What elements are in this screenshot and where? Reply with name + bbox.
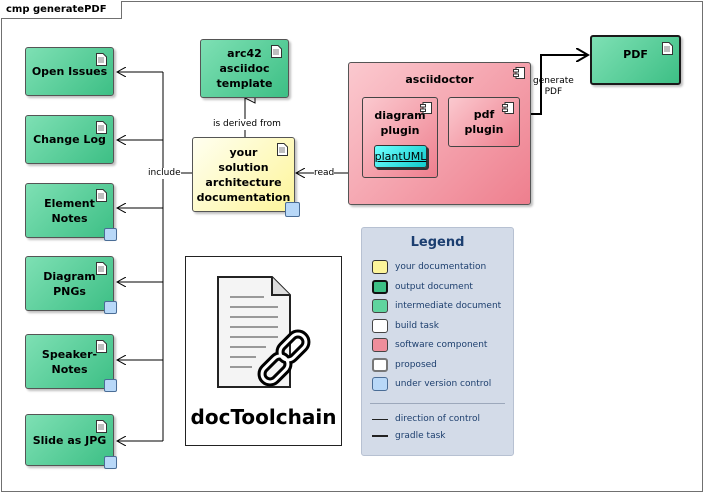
legend-item: software component xyxy=(372,337,487,353)
node-label: Slide as JPG xyxy=(32,433,107,447)
component-label: asciidoctor xyxy=(405,73,474,86)
legend-title: Legend xyxy=(410,235,465,250)
node-label: Speaker- Notes xyxy=(41,347,98,376)
legend-item: output document xyxy=(372,279,473,295)
version-control-badge xyxy=(285,202,300,217)
node-speaker-notes[interactable]: Speaker- Notes xyxy=(25,334,117,392)
legend-line-item: direction of control xyxy=(372,411,480,427)
document-icon xyxy=(96,340,107,353)
component-pdf-plugin[interactable]: pdf plugin xyxy=(448,97,520,147)
legend-line-sample xyxy=(372,435,388,437)
node-label: Change Log xyxy=(33,133,106,146)
edge-label-include: include xyxy=(148,168,181,179)
document-icon xyxy=(277,143,288,156)
component-icon xyxy=(420,102,432,114)
legend-label: output document xyxy=(395,281,473,292)
edge-label-generate: generate PDF xyxy=(533,76,574,97)
legend-label: software component xyxy=(395,340,488,350)
legend-label: gradle task xyxy=(395,431,446,441)
node-label: Open Issues xyxy=(31,65,108,78)
legend-swatch xyxy=(372,260,388,274)
legend-swatch xyxy=(372,318,388,333)
legend-item: under version control xyxy=(372,376,491,392)
legend-label: intermediate document xyxy=(395,301,502,311)
legend-swatch xyxy=(372,338,388,352)
legend-item: build task xyxy=(372,318,439,334)
legend-line-item: gradle task xyxy=(372,428,445,444)
edge-label-derived: is derived from xyxy=(213,119,281,130)
document-icon xyxy=(271,45,282,58)
legend-swatch xyxy=(372,357,388,372)
component-icon xyxy=(513,67,525,79)
legend-swatch xyxy=(372,279,388,294)
component-label: plantUML xyxy=(374,150,427,163)
version-control-badge xyxy=(104,301,117,314)
node-arc42-template[interactable]: arc42 asciidoc template xyxy=(200,39,289,98)
legend-divider xyxy=(370,403,505,404)
node-open-issues[interactable]: Open Issues xyxy=(25,47,114,96)
legend: Legend your documentation output document… xyxy=(361,227,514,456)
legend-item: your documentation xyxy=(372,259,486,275)
legend-swatch xyxy=(372,377,388,391)
node-label: your solution architecture documentation xyxy=(196,145,291,204)
document-icon xyxy=(96,262,107,275)
document-icon xyxy=(96,53,107,66)
node-slide-jpg[interactable]: Slide as JPG xyxy=(25,414,117,469)
edge-label-read: read xyxy=(314,168,335,179)
node-element-notes[interactable]: Element Notes xyxy=(25,183,117,241)
component-label: diagram plugin xyxy=(374,109,426,137)
frame-title: cmp generatePDF xyxy=(1,1,122,19)
node-diagram-pngs[interactable]: Diagram PNGs xyxy=(25,256,117,314)
legend-label: proposed xyxy=(395,359,437,370)
node-label: PDF xyxy=(623,48,648,61)
node-change-log[interactable]: Change Log xyxy=(25,115,114,164)
node-label: arc42 asciidoc template xyxy=(216,47,273,90)
legend-swatch xyxy=(372,299,388,313)
legend-item: proposed xyxy=(372,357,437,373)
component-icon xyxy=(502,102,514,114)
node-pdf-output[interactable]: PDF xyxy=(590,35,681,85)
doctoolchain-logo: docToolchain xyxy=(185,256,342,446)
component-label: pdf plugin xyxy=(464,108,504,136)
version-control-badge xyxy=(104,456,117,469)
legend-label: direction of control xyxy=(395,414,481,424)
legend-label: your documentation xyxy=(395,262,487,272)
version-control-badge xyxy=(104,228,117,241)
node-label: Diagram PNGs xyxy=(43,269,96,298)
version-control-badge xyxy=(104,379,117,392)
document-chain-icon xyxy=(217,276,311,388)
document-icon xyxy=(662,42,673,55)
legend-item: intermediate document xyxy=(372,298,501,314)
logo-text: docToolchain xyxy=(190,405,337,429)
legend-line-sample xyxy=(372,418,388,420)
legend-label: build task xyxy=(395,320,439,331)
legend-label: under version control xyxy=(395,379,492,389)
node-main-documentation[interactable]: your solution architecture documentation xyxy=(192,137,300,217)
document-icon xyxy=(96,420,107,433)
document-icon xyxy=(96,189,107,202)
document-icon xyxy=(96,121,107,134)
generate-edge xyxy=(521,55,588,115)
component-plantuml[interactable]: plantUML xyxy=(374,145,427,168)
node-label: Element Notes xyxy=(44,196,95,225)
